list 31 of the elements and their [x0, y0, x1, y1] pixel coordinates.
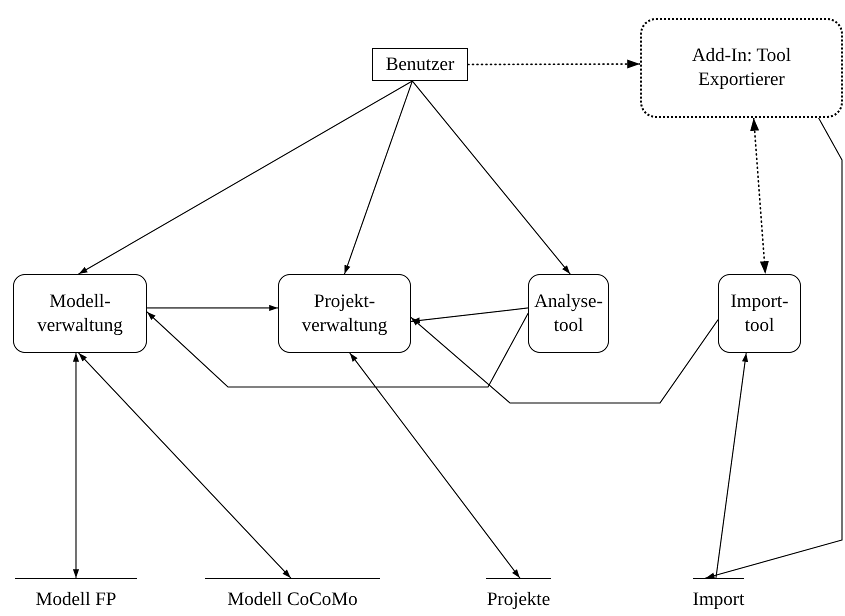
dotted-arrow: [467, 60, 641, 69]
arrow: [344, 80, 413, 275]
arrow: [412, 80, 571, 275]
node-label: Projekt- verwaltung: [300, 290, 388, 338]
node-label: Add-In: Tool Exportierer: [690, 44, 792, 92]
node-label: Projekte: [486, 588, 550, 612]
dotted-arrow: [750, 117, 769, 275]
node-label: Benutzer: [384, 52, 456, 76]
process-box: [372, 48, 468, 81]
arrow: [78, 352, 292, 579]
node-label: Import: [692, 588, 744, 612]
node-label: Modell- verwaltung: [36, 290, 124, 338]
data-store: [486, 578, 551, 612]
arrow: [146, 304, 279, 312]
arrow: [78, 80, 413, 275]
arrow: [705, 117, 843, 579]
node-label: Analyse- tool: [533, 290, 604, 338]
process-box: [13, 274, 147, 353]
node-label: Import- tool: [729, 290, 790, 338]
process-box: [528, 274, 609, 353]
data-store: [693, 578, 744, 612]
node-label: Modell CoCoMo: [227, 588, 358, 612]
process-box: [278, 274, 411, 353]
arrow: [146, 311, 529, 388]
arrow: [72, 352, 80, 579]
arrow: [715, 352, 748, 579]
arrow: [410, 307, 529, 324]
arrow: [349, 352, 520, 579]
node-label: Modell FP: [36, 588, 116, 612]
process-box: [718, 274, 801, 353]
arrow: [410, 316, 719, 404]
